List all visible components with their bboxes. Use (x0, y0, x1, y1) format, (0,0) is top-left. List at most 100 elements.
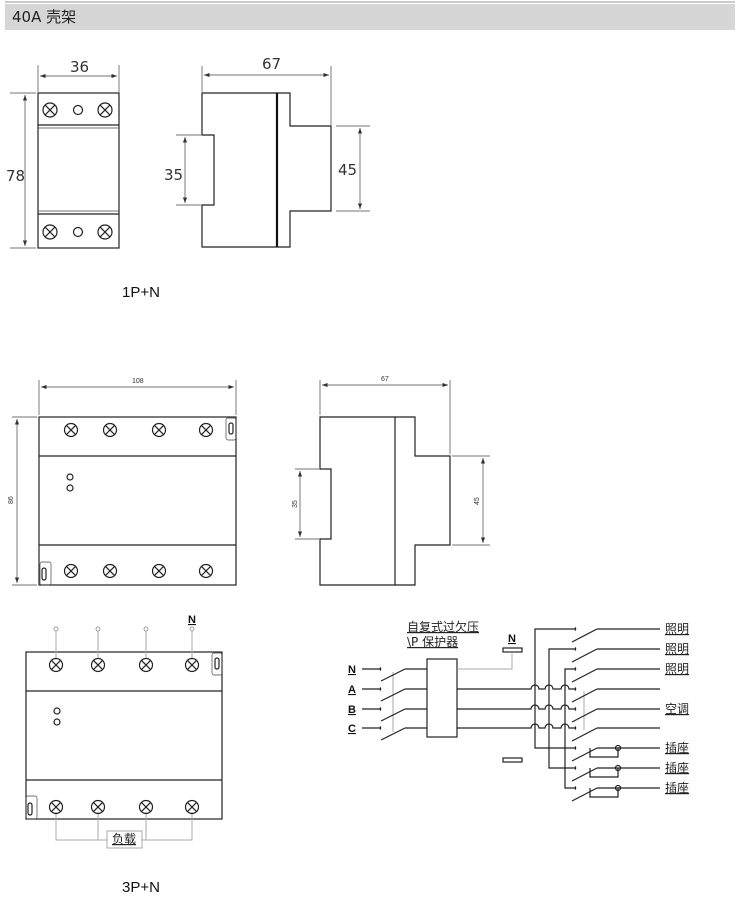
rcd-loop (589, 768, 619, 778)
protector-subtitle: \P 保护器 (407, 635, 458, 649)
contact-icon (574, 786, 577, 790)
output-label: 照明 (665, 622, 689, 636)
section-header: 40A 壳架 (5, 1, 735, 30)
switch-blade (380, 668, 406, 682)
screw-circle (90, 657, 106, 673)
terminal-screw-icon (138, 799, 154, 815)
branch-switch (571, 668, 598, 683)
screw-cross (201, 425, 211, 435)
output-label: 插座 (665, 760, 689, 775)
neutral-bus (502, 647, 523, 653)
branch-switch (571, 767, 598, 782)
screw-circle (184, 799, 200, 815)
rcd-loop (589, 748, 619, 758)
terminal-screw-icon (48, 657, 64, 673)
dim-front-height-label: 45 (338, 161, 357, 179)
contact-icon (574, 746, 577, 750)
rcd-node-icon (614, 764, 622, 772)
screw-cross (93, 802, 103, 812)
contact-icon (574, 766, 577, 770)
header-title: 40A 壳架 (12, 8, 76, 26)
terminal-screw-icon (90, 799, 106, 815)
screw-cross (154, 425, 164, 435)
model-label-1pn: 1P+N (122, 284, 160, 301)
rcd-loop (589, 788, 619, 798)
screw-cross (105, 425, 115, 435)
dim-width-label: 108 (132, 378, 144, 385)
contact-icon (574, 647, 577, 651)
branch-switch (571, 628, 598, 643)
input-label-c: C (348, 723, 356, 735)
screw-cross (141, 660, 151, 670)
terminal-screw-icon (151, 422, 167, 438)
output-label: 照明 (665, 642, 689, 656)
terminal-screw-icon (198, 422, 214, 438)
dim-depth-label: 67 (262, 55, 281, 73)
dimension-width-3pn: 108 86 (8, 378, 237, 586)
branch-bus-2 (548, 648, 575, 769)
terminal-screw-icon (151, 563, 167, 579)
branch-switch (571, 708, 598, 723)
screw-cross (93, 660, 103, 670)
front-view-1pn (37, 92, 120, 249)
screw-circle (48, 799, 64, 815)
rcd-node-icon (614, 744, 622, 752)
screw-circle (138, 657, 154, 673)
dim-height-label: 86 (8, 496, 15, 504)
rcd-node-icon (614, 784, 622, 792)
screw-circle (97, 224, 113, 240)
dim-width-label: 36 (70, 58, 89, 76)
terminal-screw-icon (184, 799, 200, 815)
screw-circle (48, 657, 64, 673)
screw-circle (198, 422, 214, 438)
screw-circle (102, 563, 118, 579)
terminal-screw-icon (42, 224, 58, 240)
ground-bus (502, 757, 523, 763)
output-label: 插座 (665, 740, 689, 755)
terminal-screw-icon (138, 657, 154, 673)
screw-circle (102, 422, 118, 438)
model-label-3pn: 3P+N (122, 879, 160, 896)
output-label: 照明 (665, 662, 689, 676)
terminal-screw-icon (97, 102, 113, 118)
contact-icon (574, 707, 577, 711)
screw-cross (99, 226, 111, 238)
screw-circle (42, 224, 58, 240)
output-phase-line (457, 704, 575, 710)
screw-cross (201, 566, 211, 576)
contact-icon (379, 707, 382, 711)
screw-cross (66, 566, 76, 576)
screw-circle (63, 422, 79, 438)
screw-cross (141, 802, 151, 812)
output-label: 插座 (665, 780, 689, 795)
branch-switch (571, 787, 598, 802)
contact-icon (574, 726, 577, 730)
terminal-screw-icon (42, 102, 58, 118)
dimension-height-1pn: 78 (6, 92, 36, 249)
side-view-1pn: 67 35 45 (164, 55, 370, 248)
screw-cross (44, 104, 56, 116)
screw-cross (44, 226, 56, 238)
terminal-screw-icon (102, 563, 118, 579)
screw-cross (105, 566, 115, 576)
switch-blade (380, 727, 406, 741)
screw-cross (187, 802, 197, 812)
screw-circle (138, 799, 154, 815)
screw-cross (51, 802, 61, 812)
neutral-bus-label: N (508, 633, 516, 645)
input-label-b: B (348, 704, 356, 716)
neutral-label: N (188, 614, 196, 626)
screw-circle (151, 422, 167, 438)
dimension-width-1pn: 36 (37, 58, 120, 92)
branch-bus-1 (534, 628, 575, 749)
output-phase-line (457, 684, 575, 690)
contact-icon (379, 667, 382, 671)
terminal-screw-icon (184, 657, 200, 673)
protector-box (426, 658, 458, 738)
screw-circle (198, 563, 214, 579)
dim-depth-label: 67 (381, 376, 389, 383)
switch-blade (380, 708, 406, 722)
screw-cross (51, 660, 61, 670)
